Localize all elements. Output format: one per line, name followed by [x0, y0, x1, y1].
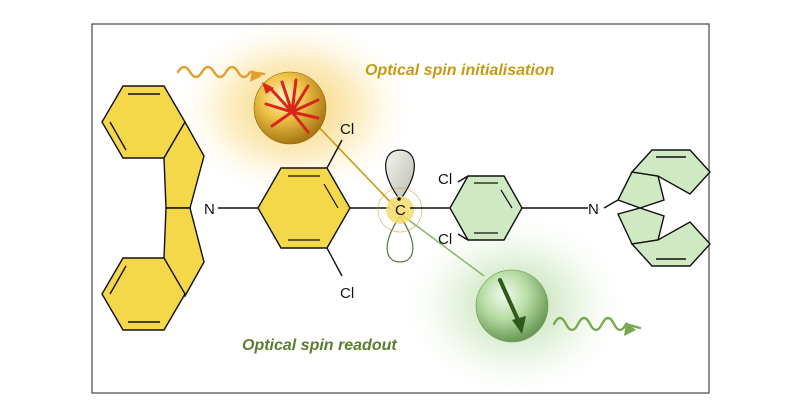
spin-sphere-readout [475, 269, 549, 343]
carbazole-lower-ring [101, 257, 186, 331]
red-spin-arrows-icon [264, 78, 320, 134]
right-carbazole-upper-ring [630, 149, 711, 195]
atom-label-n-right: N [588, 201, 599, 218]
left-phenyl-ring [257, 167, 351, 249]
caption-initialisation: Optical spin initialisation [365, 62, 555, 79]
caption-readout: Optical spin readout [242, 337, 397, 354]
excitation-wave-icon [176, 65, 266, 82]
right-carbazole-pyrrole-top [617, 171, 665, 209]
atom-label-carbon: C [395, 202, 406, 219]
spin-sphere-initialised [253, 71, 327, 145]
atom-label-cl-right-bottom: Cl [438, 231, 452, 248]
green-spin-arrow-icon [498, 278, 520, 322]
atom-label-cl-right-top: Cl [438, 171, 452, 188]
atom-label-cl-top: Cl [340, 121, 354, 138]
radical-center-highlight [386, 196, 414, 224]
left-carbazole [101, 85, 205, 331]
right-carbazole-lower-ring [630, 221, 711, 267]
carbazole-pyrrole-ring-top [163, 120, 205, 209]
radical-electron-dot [397, 197, 401, 201]
atom-label-cl-bottom: Cl [340, 285, 354, 302]
emission-wave-icon [552, 316, 642, 336]
p-orbital [385, 149, 415, 263]
atom-label-n-left: N [204, 201, 215, 218]
right-carbazole-pyrrole-bottom [617, 207, 665, 245]
right-carbazole [617, 149, 711, 267]
